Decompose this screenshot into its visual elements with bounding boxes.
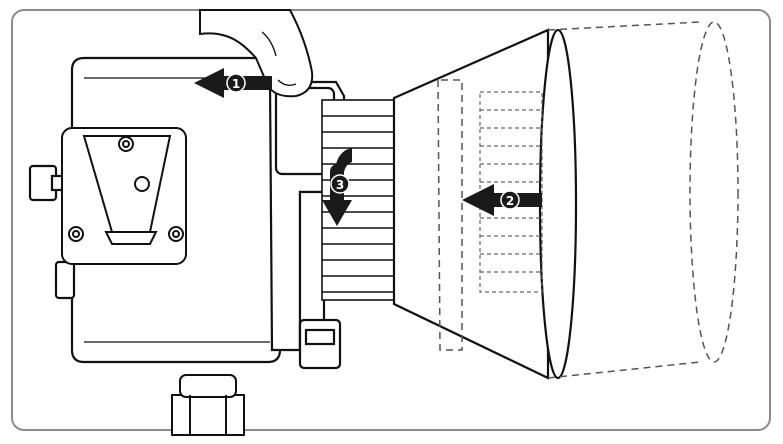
step-3-arrow: 3 xyxy=(322,148,352,226)
step-1-arrow: 1 xyxy=(194,68,272,98)
step-2-label: 2 xyxy=(506,194,514,208)
step-2-arrow: 2 xyxy=(462,184,542,216)
step-1-badge xyxy=(226,73,246,93)
tripod-mount xyxy=(171,374,245,436)
step-3-label: 3 xyxy=(336,178,344,192)
step-1-label: 1 xyxy=(232,77,240,91)
v-mount-plate xyxy=(61,127,187,265)
hand xyxy=(199,9,314,98)
diagram-frame xyxy=(11,9,771,431)
step-3-badge xyxy=(330,174,350,194)
step-2-badge xyxy=(500,190,520,210)
reflector-ghost xyxy=(437,21,739,379)
